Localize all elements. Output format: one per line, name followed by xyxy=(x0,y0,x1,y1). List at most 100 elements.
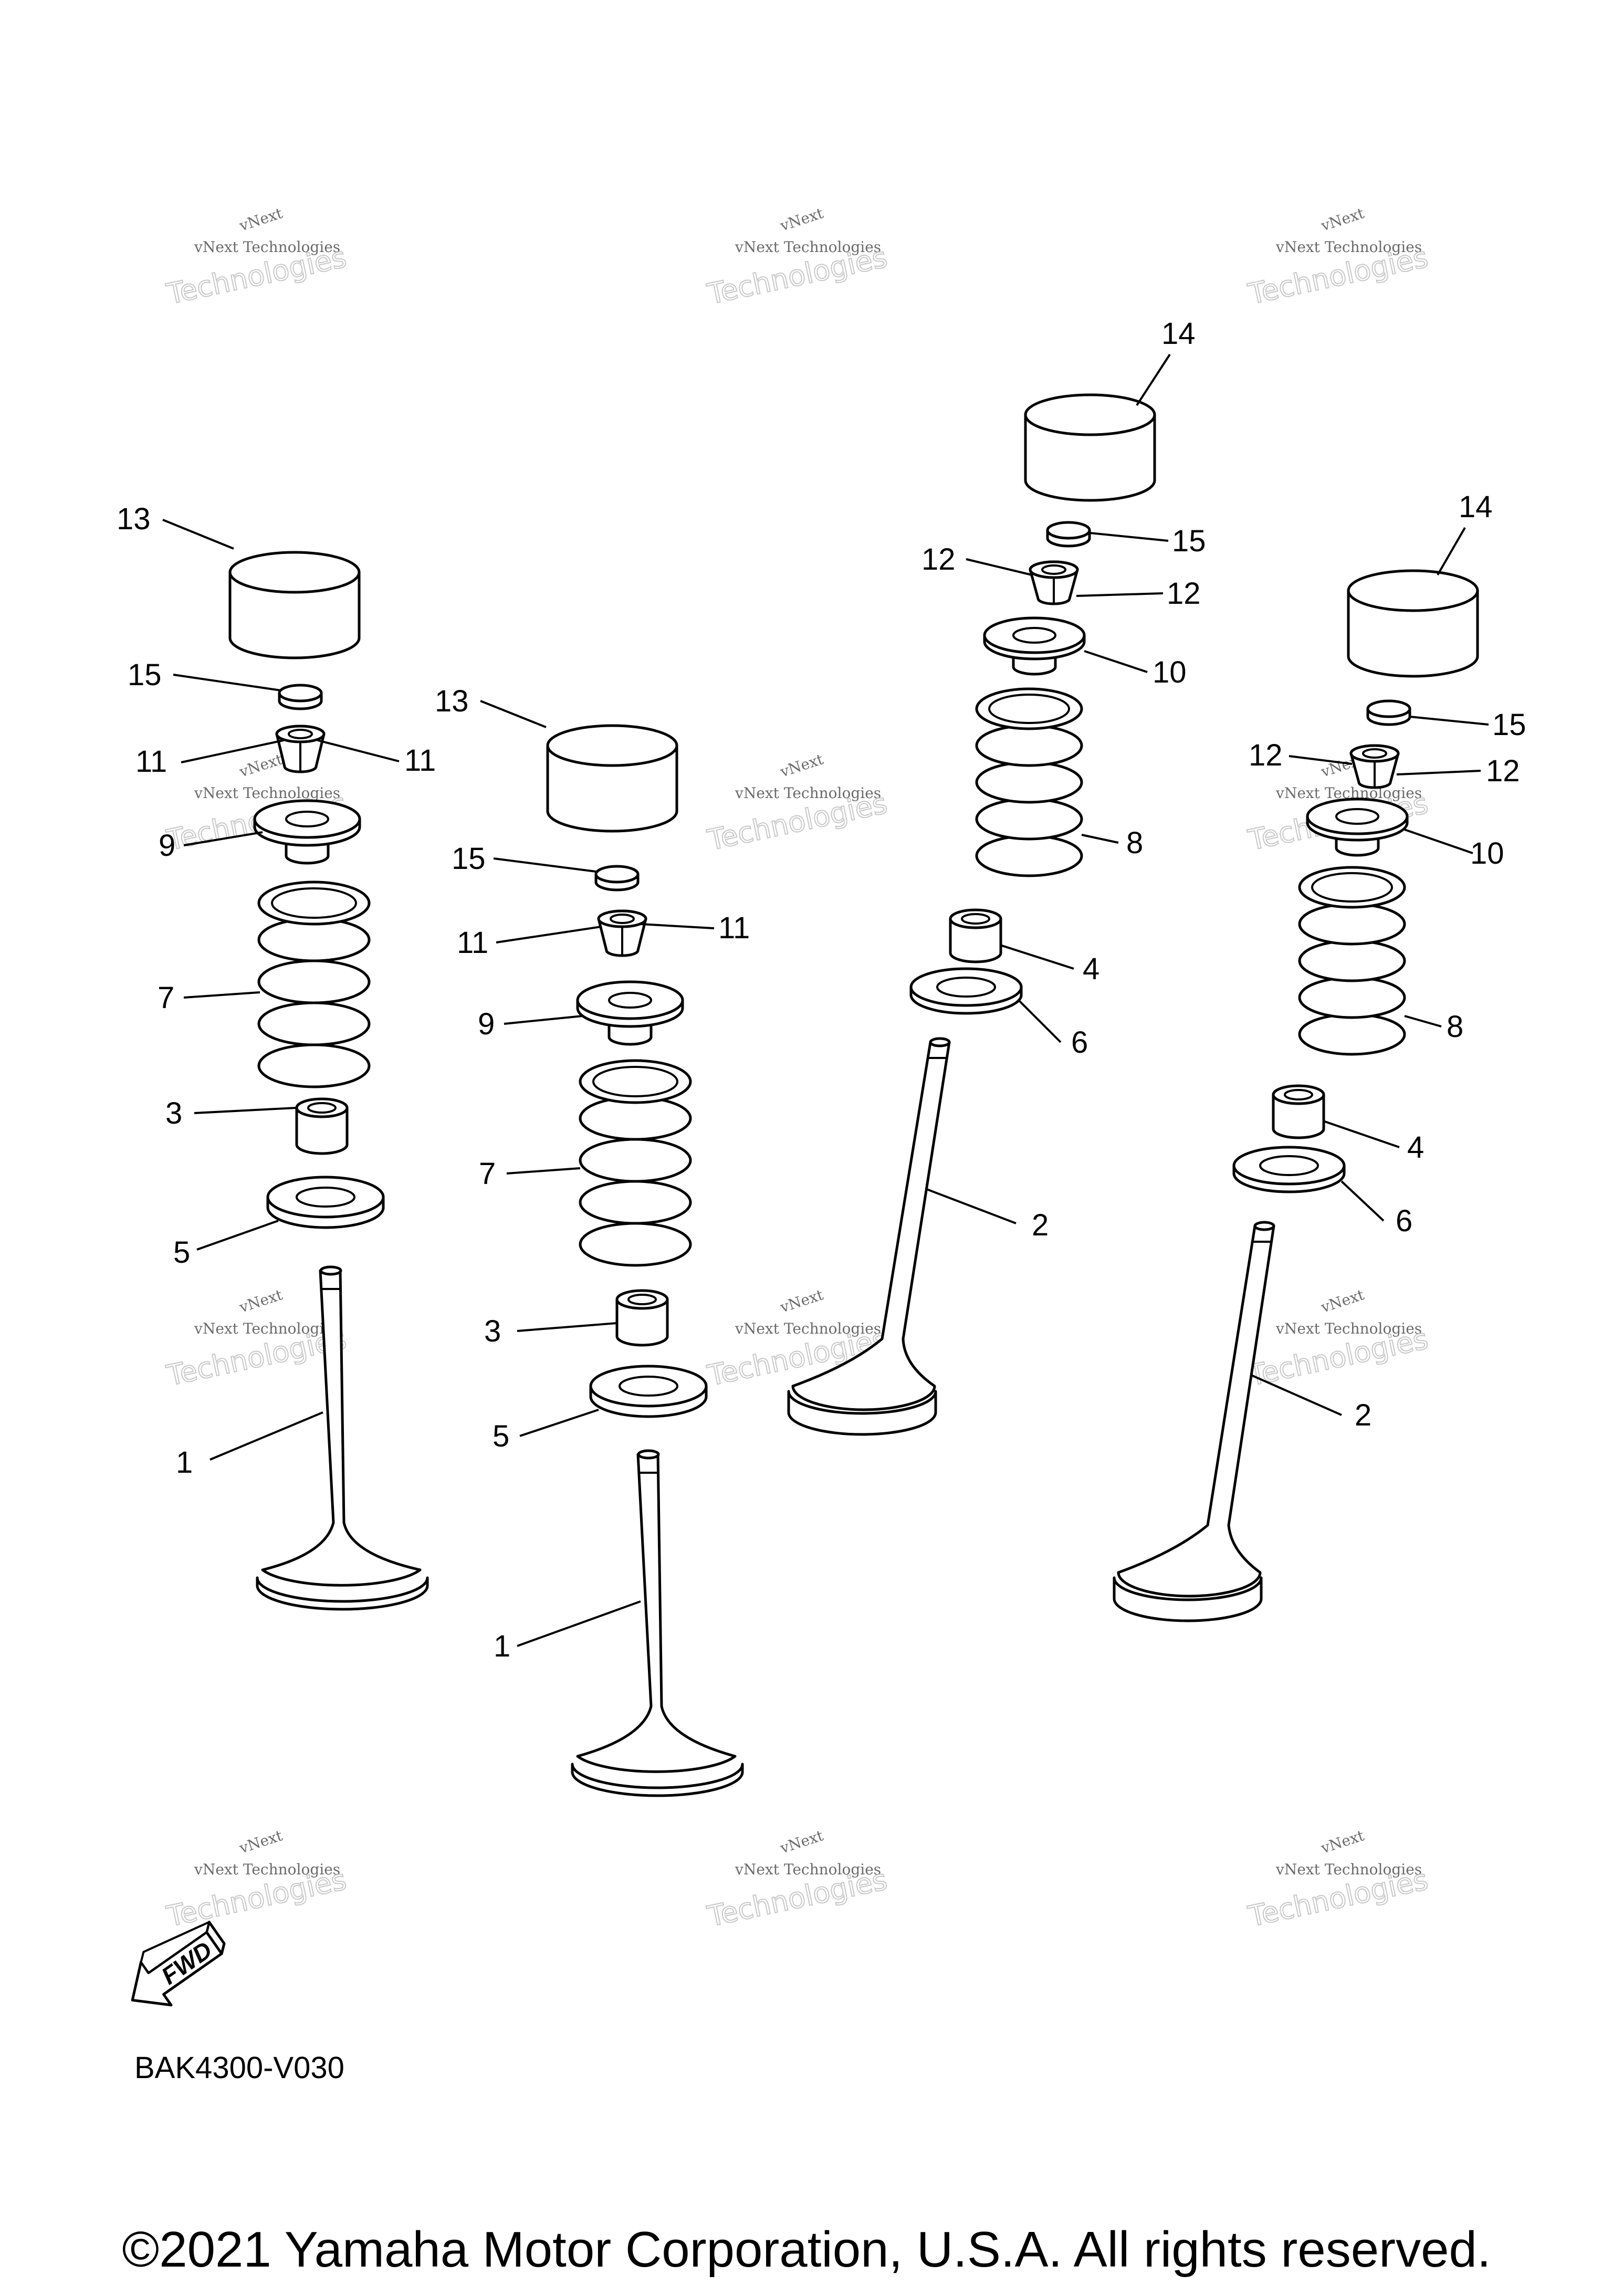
callout-14: 14 xyxy=(1161,317,1196,351)
callout-11: 11 xyxy=(457,926,488,960)
valve-spring xyxy=(257,880,371,1088)
callout-4: 4 xyxy=(1407,1130,1424,1165)
callout-12: 12 xyxy=(1167,576,1201,611)
valve-lifter xyxy=(1347,569,1479,678)
valve-stem-seal xyxy=(949,908,1002,963)
valve-cotter xyxy=(275,725,326,773)
adjusting-pad xyxy=(594,865,640,892)
svg-text:vNext: vNext xyxy=(1318,1286,1367,1316)
callout-4: 4 xyxy=(1083,952,1099,986)
svg-text:vNext Technologies: vNext Technologies xyxy=(735,1861,881,1878)
svg-text:vNext: vNext xyxy=(237,1827,285,1857)
leader-lines xyxy=(162,353,1489,1647)
adjusting-pad xyxy=(278,684,323,710)
svg-text:vNext Technologies: vNext Technologies xyxy=(194,238,340,256)
svg-text:vNext: vNext xyxy=(237,1286,285,1316)
copyright-notice: ©2021 Yamaha Motor Corporation, U.S.A. A… xyxy=(122,2221,1491,2278)
callout-14: 14 xyxy=(1459,490,1493,524)
valve-lifter xyxy=(1024,393,1156,502)
callout-11: 11 xyxy=(404,743,436,778)
svg-text:vNext Technologies: vNext Technologies xyxy=(735,784,881,802)
svg-text:vNext: vNext xyxy=(237,750,285,781)
valve-lifter xyxy=(228,551,361,659)
valve-spring xyxy=(1298,866,1406,1056)
valve-spring-seat xyxy=(266,1176,385,1229)
callout-3: 3 xyxy=(484,1314,501,1348)
valve xyxy=(256,1265,429,1611)
valve-cotter xyxy=(597,909,647,957)
callout-5: 5 xyxy=(173,1235,190,1270)
valve-stem-seal xyxy=(295,1097,349,1155)
valve-spring-retainer xyxy=(1306,798,1409,857)
callout-13: 13 xyxy=(117,502,151,536)
svg-text:vNext Technologies: vNext Technologies xyxy=(194,784,340,802)
callout-15: 15 xyxy=(452,842,486,876)
valve-stem-seal xyxy=(615,1289,669,1347)
exhaust-valve-assembly-center-right xyxy=(787,393,1156,1436)
adjusting-pad xyxy=(1366,699,1411,726)
callout-8: 8 xyxy=(1126,826,1143,860)
callout-1: 1 xyxy=(176,1445,193,1480)
svg-text:vNext Technologies: vNext Technologies xyxy=(735,238,881,256)
callout-5: 5 xyxy=(493,1419,509,1453)
valve-cotter xyxy=(1029,560,1079,605)
valve-stem-seal xyxy=(1272,1084,1325,1139)
valve-cotter xyxy=(1349,744,1400,789)
valve-spring-retainer xyxy=(983,616,1086,676)
callout-1: 1 xyxy=(494,1629,510,1663)
svg-text:vNext: vNext xyxy=(778,1286,826,1316)
callout-10: 10 xyxy=(1470,836,1504,871)
intake-valve-assembly-center xyxy=(546,724,744,1797)
diagram-code: BAK4300-V030 xyxy=(134,2051,344,2085)
svg-text:vNext: vNext xyxy=(778,1827,826,1857)
valve-spring xyxy=(975,687,1083,877)
svg-text:vNext: vNext xyxy=(1318,1827,1367,1857)
valve xyxy=(1113,1221,1275,1622)
svg-text:vNext Technologies: vNext Technologies xyxy=(194,1861,340,1878)
callout-labels: 13 15 11 11 9 7 3 5 1 13 15 11 11 9 7 3 … xyxy=(117,317,1526,1663)
callout-2: 2 xyxy=(1032,1208,1049,1242)
callout-15: 15 xyxy=(128,658,162,692)
valve-spring-seat xyxy=(589,1365,708,1418)
callout-3: 3 xyxy=(165,1096,182,1130)
callout-9: 9 xyxy=(478,1007,495,1041)
callout-9: 9 xyxy=(159,829,175,863)
svg-text:vNext Technologies: vNext Technologies xyxy=(735,1320,881,1337)
svg-text:vNext: vNext xyxy=(1318,204,1367,235)
svg-text:vNext Technologies: vNext Technologies xyxy=(1275,1861,1422,1878)
svg-text:vNext: vNext xyxy=(778,750,826,781)
callout-2: 2 xyxy=(1355,1398,1371,1432)
valve xyxy=(787,1037,951,1436)
intake-valve-assembly-left xyxy=(228,551,429,1611)
callout-12: 12 xyxy=(1249,738,1283,772)
svg-text:vNext: vNext xyxy=(237,204,285,235)
callout-7: 7 xyxy=(158,981,174,1015)
adjusting-pad xyxy=(1046,521,1091,548)
svg-text:vNext: vNext xyxy=(778,204,826,235)
valve-spring-retainer xyxy=(576,980,684,1046)
valve-spring-retainer xyxy=(253,799,361,865)
callout-12: 12 xyxy=(1486,754,1520,788)
callout-7: 7 xyxy=(479,1157,496,1191)
callout-8: 8 xyxy=(1447,1010,1463,1044)
callout-13: 13 xyxy=(435,684,469,718)
svg-text:vNext Technologies: vNext Technologies xyxy=(1275,238,1422,256)
callout-11: 11 xyxy=(135,745,167,779)
svg-text:vNext Technologies: vNext Technologies xyxy=(194,1320,340,1337)
callout-15: 15 xyxy=(1492,708,1526,742)
exhaust-valve-assembly-right xyxy=(1113,569,1479,1622)
callout-10: 10 xyxy=(1153,655,1187,689)
callout-6: 6 xyxy=(1396,1204,1412,1238)
valve-spring xyxy=(579,1059,692,1267)
callout-6: 6 xyxy=(1071,1025,1088,1060)
valve-spring-seat xyxy=(909,967,1023,1015)
callout-11: 11 xyxy=(718,911,750,945)
